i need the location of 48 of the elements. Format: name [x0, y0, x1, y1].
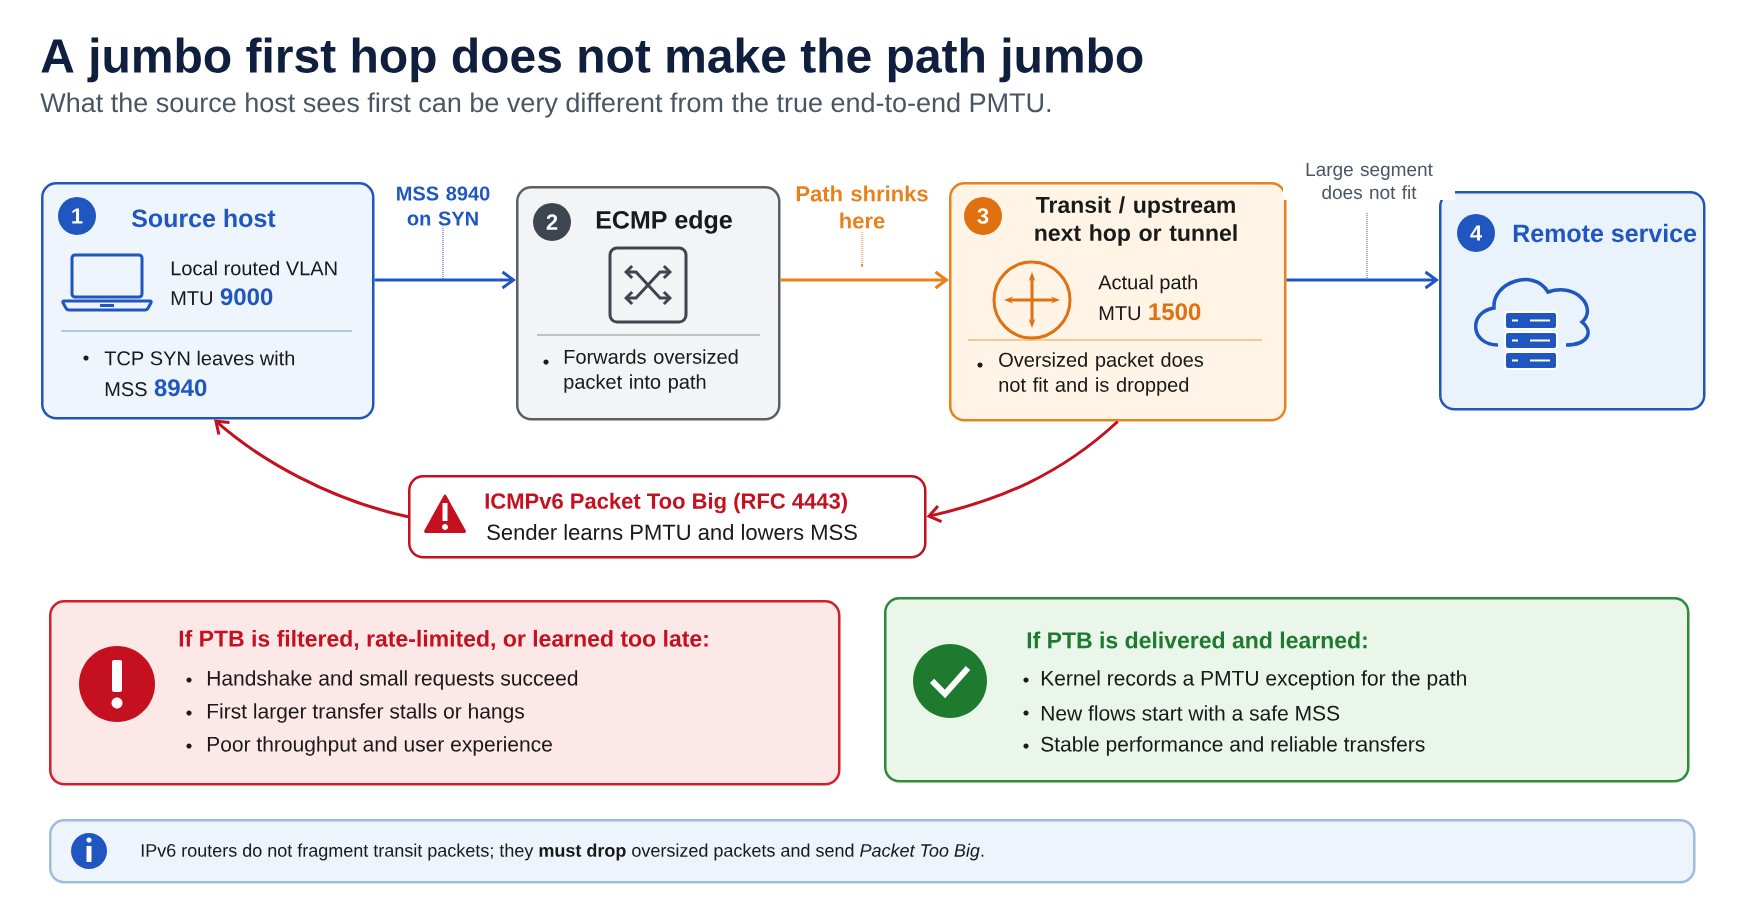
mtu-value: 1500	[1149, 303, 1201, 321]
heading: ICMPv6 Packet Too Big (RFC 4443)	[485, 492, 847, 514]
alert-box	[408, 475, 927, 559]
heading: Source host	[131, 208, 276, 228]
heading: Transit / upstream next hop or tunnel	[1035, 196, 1237, 246]
arrow	[780, 270, 949, 290]
heading: ECMP edge	[596, 210, 732, 234]
arrow	[926, 420, 1119, 523]
heading: If PTB is delivered and learned:	[1027, 631, 1367, 649]
arrow	[214, 419, 409, 519]
bullet-text: First larger transfer stalls or hangs	[186, 703, 524, 723]
heading: If PTB is filtered, rate-limited, or learned too late:	[179, 629, 708, 651]
bullet-text: New flows start with a safe MSS	[1023, 705, 1340, 721]
process-box	[949, 182, 1287, 422]
bullet-text: TCP SYN leaves with	[83, 350, 295, 366]
outcome-panel	[884, 597, 1690, 783]
arrow	[374, 270, 516, 290]
heading: Remote service	[1513, 223, 1697, 243]
bullet-text: Handshake and small requests succeed	[186, 670, 578, 690]
edge-label: Large segment does not fit	[1283, 161, 1455, 280]
number-badge: 2	[533, 203, 571, 241]
title: A jumbo first hop does not make the path jumbo	[41, 37, 1143, 83]
edge-label: Path shrinks here	[786, 184, 938, 268]
body-text: MSS	[105, 382, 147, 397]
note-text: IPv6 routers do not fragment transit packets; they must drop oversized packets and send Packet Too Big.	[141, 843, 984, 861]
bullet-text: Poor throughput and user experience	[186, 736, 552, 756]
edge-label: MSS 8940 on SYN	[387, 185, 499, 280]
arrow	[1286, 270, 1439, 290]
number-badge: 1	[58, 197, 96, 235]
bullet-text: Stable performance and reliable transfers	[1023, 736, 1425, 756]
note-bar	[49, 819, 1696, 884]
process-box	[516, 186, 781, 421]
body-text: Sender learns PMTU and lowers MSS	[487, 523, 857, 541]
mss-value: 8940	[154, 379, 207, 397]
process-box	[1439, 191, 1706, 411]
number-badge: 4	[1457, 214, 1495, 252]
body-text: MTU	[171, 291, 212, 306]
bullet-text: Kernel records a PMTU exception for the path	[1023, 670, 1466, 690]
bullet-text: Forwards oversized packet into path	[543, 349, 738, 393]
body-text: Local routed VLAN	[171, 260, 337, 276]
process-box	[41, 182, 375, 420]
outcome-panel	[49, 600, 841, 786]
body-text: Actual path	[1098, 274, 1197, 294]
mtu-value: 9000	[220, 288, 273, 306]
number-badge: 3	[964, 197, 1002, 235]
subtitle: What the source host sees first can be very different from the true end-to-end PMTU.	[40, 92, 1051, 118]
body-text: MTU	[1099, 306, 1140, 321]
bullet-text: Oversized packet does not fit and is dropped	[977, 352, 1204, 396]
